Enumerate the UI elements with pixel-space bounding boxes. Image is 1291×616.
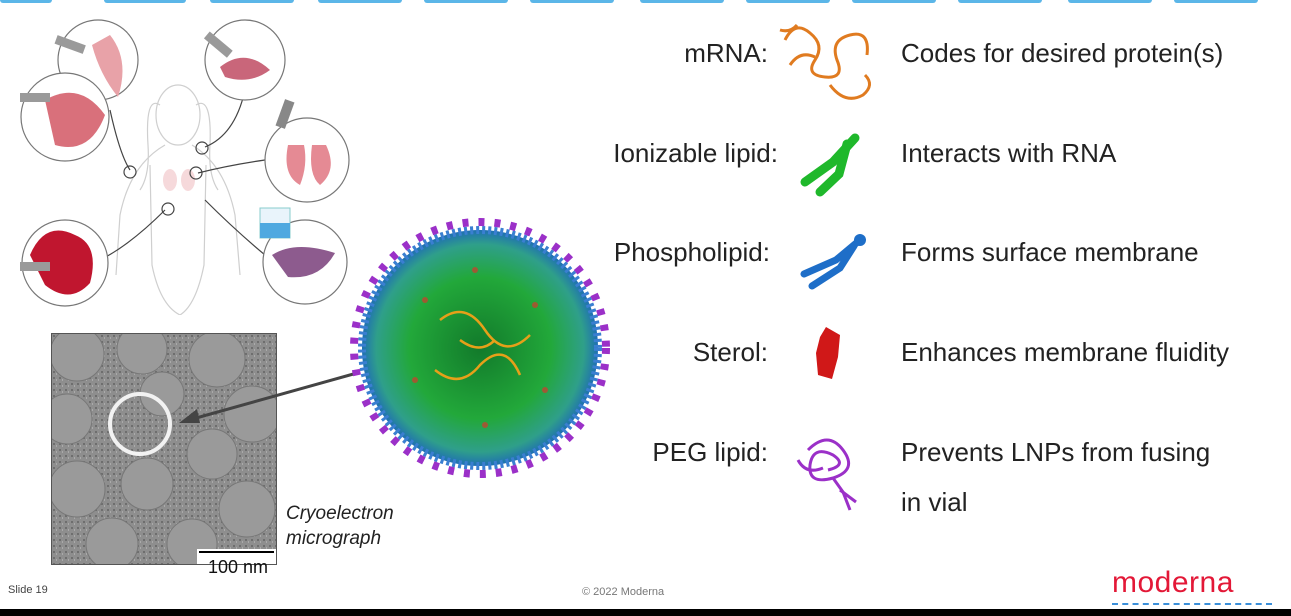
- mrna-label: mRNA:: [684, 38, 768, 68]
- caption-line-1: Cryoelectron: [286, 503, 394, 524]
- scale-bar-label: 100 nm: [208, 557, 269, 577]
- sterol-icon: [816, 327, 840, 379]
- micrograph-caption: Cryoelectron micrograph: [286, 501, 394, 551]
- bottom-bar: [0, 609, 1291, 616]
- sterol-description: Enhances membrane fluidity: [901, 337, 1230, 367]
- cryo-em-micrograph: [51, 333, 277, 565]
- caption-line-2: micrograph: [286, 528, 382, 549]
- phospholipid-label: Phospholipid:: [613, 237, 770, 267]
- logo-underline: [1112, 603, 1272, 605]
- copyright: © 2022 Moderna: [582, 586, 665, 598]
- mrna-description: Codes for desired protein(s): [901, 38, 1224, 68]
- lipid-nanoparticle-illustration: [350, 218, 610, 478]
- ionizable-lipid-label: Ionizable lipid:: [613, 138, 778, 168]
- sterol-label: Sterol:: [692, 337, 768, 367]
- ionizable-lipid-icon: [800, 133, 860, 197]
- slide-number: Slide 19: [8, 584, 48, 596]
- administration-routes-illustration: [20, 19, 350, 315]
- phospholipid-description: Forms surface membrane: [901, 237, 1199, 267]
- phospholipid-icon: [800, 234, 866, 290]
- peg-lipid-label: PEG lipid:: [652, 437, 768, 467]
- pointer-arrow: [179, 371, 358, 423]
- top-accent-bar: [0, 0, 1291, 4]
- peg-lipid-description: Prevents LNPs from fusing: [901, 437, 1211, 467]
- peg-lipid-icon: [796, 438, 857, 511]
- moderna-logo: moderna: [1112, 566, 1234, 599]
- peg-lipid-description-line-2: in vial: [901, 487, 968, 517]
- ionizable-lipid-description: Interacts with RNA: [901, 138, 1117, 168]
- mrna-icon: [779, 23, 871, 100]
